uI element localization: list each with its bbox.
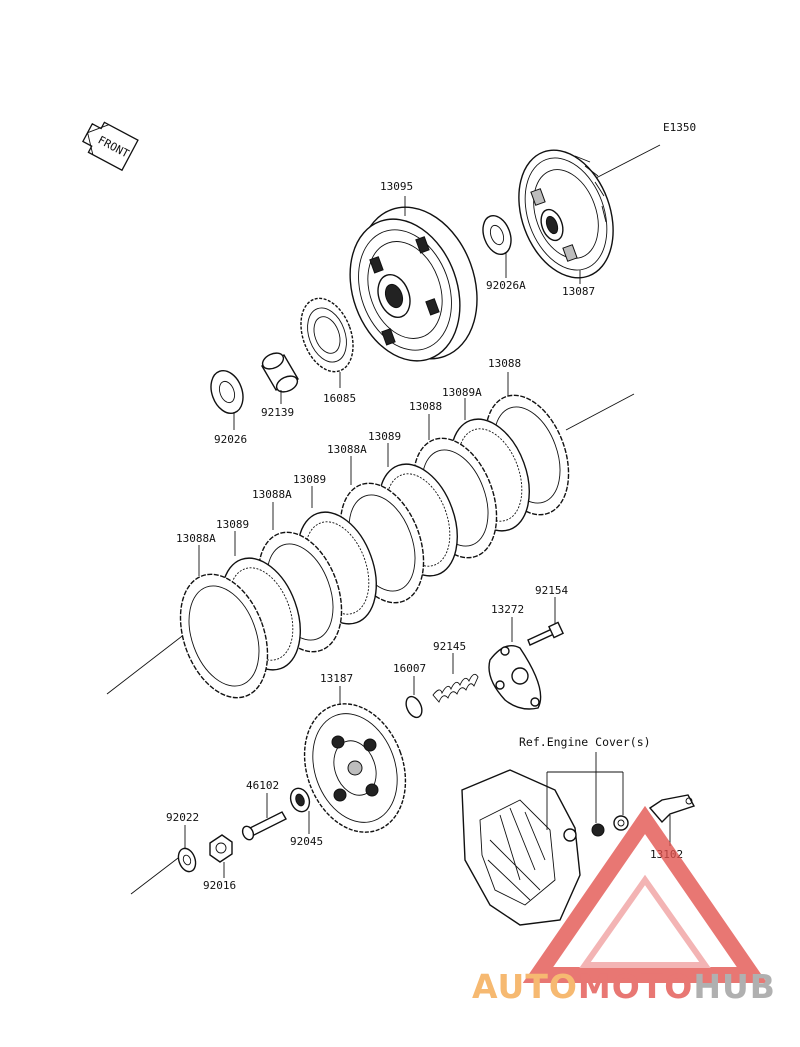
label-13089-second: 13089: [293, 473, 326, 486]
label-92016: 92016: [203, 879, 236, 892]
plate-leaders: [198, 372, 509, 576]
washer-92022: [177, 847, 197, 873]
clutch-housing-13095: [349, 206, 478, 362]
figure-code: E1350: [663, 121, 696, 134]
clutch-plate-stack: [179, 394, 570, 699]
washer-92026: [210, 369, 244, 415]
label-13088A-first: 13088A: [176, 532, 216, 545]
axis-lines: [106, 144, 661, 895]
watermark: AUTOMOTOHUB: [472, 805, 776, 1006]
gear-13087: [518, 149, 614, 279]
label-13089-third: 13089: [368, 430, 401, 443]
label-13088A-second: 13088A: [252, 488, 292, 501]
rod-46102: [241, 811, 287, 841]
spring-92145: [432, 673, 479, 703]
nut-92016: [209, 834, 233, 863]
label-92145: 92145: [433, 640, 466, 653]
plate-13088A-first: [179, 573, 269, 699]
label-13095: 13095: [380, 180, 413, 193]
watermark-hub: HUB: [693, 967, 776, 1006]
pressure-plate-13187: [303, 703, 407, 833]
svg-text:AUTOMOTOHUB: AUTOMOTOHUB: [472, 967, 776, 1006]
reference-note: Ref.Engine Cover(s): [519, 735, 651, 749]
label-46102: 46102: [246, 779, 279, 792]
label-92026A: 92026A: [486, 279, 526, 292]
front-arrow-icon: FRONT: [82, 121, 139, 172]
lever-13102: [648, 794, 696, 824]
plate-13272: [488, 645, 542, 710]
label-92045: 92045: [290, 835, 323, 848]
watermark-moto: MOTO: [578, 967, 693, 1006]
label-13272: 13272: [491, 603, 524, 616]
washer-92026A: [482, 214, 512, 256]
label-92154: 92154: [535, 584, 568, 597]
engine-cover: [461, 769, 629, 926]
label-13089A: 13089A: [442, 386, 482, 399]
label-13187: 13187: [320, 672, 353, 685]
label-13087: 13087: [562, 285, 595, 298]
label-13088-top: 13088: [488, 357, 521, 370]
watermark-triangle-icon: [522, 805, 768, 983]
label-13088A-third: 13088A: [327, 443, 367, 456]
sleeve-92139: [261, 352, 299, 393]
reference-brackets: [546, 752, 624, 830]
part-labels: 13095 92026A 13087 16085 92139 92026 130…: [166, 180, 683, 892]
label-92026: 92026: [214, 433, 247, 446]
bearing-92045: [289, 787, 311, 813]
label-92022: 92022: [166, 811, 199, 824]
gear-16085: [300, 297, 354, 373]
label-16007: 16007: [393, 662, 426, 675]
label-13089-first: 13089: [216, 518, 249, 531]
label-92139: 92139: [261, 406, 294, 419]
watermark-auto: AUTO: [472, 967, 578, 1006]
label-13088-second: 13088: [409, 400, 442, 413]
label-16085: 16085: [323, 392, 356, 405]
circlip-16007: [405, 695, 423, 719]
bolt-92154: [527, 621, 564, 646]
